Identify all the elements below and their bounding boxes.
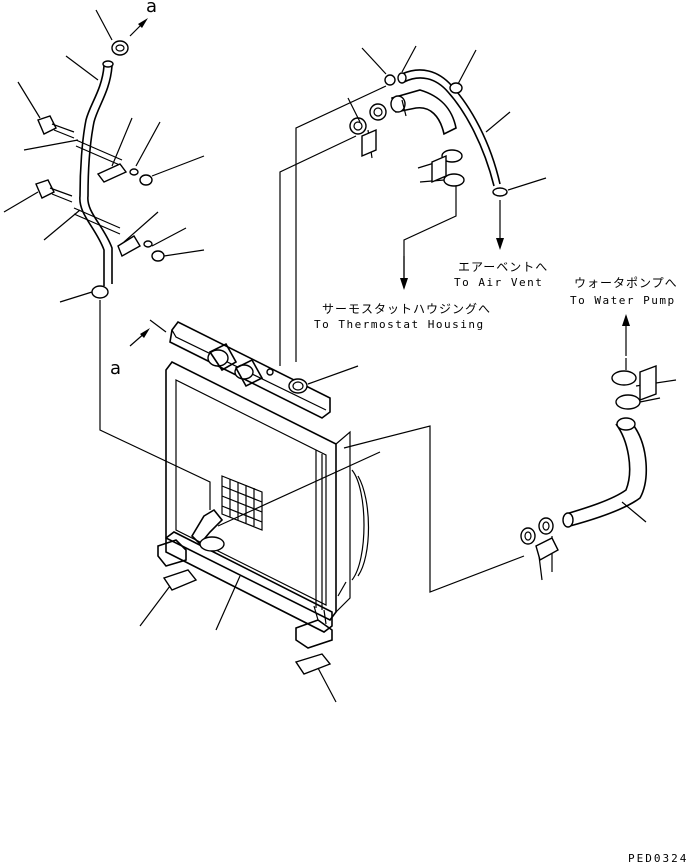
radiator: [157, 320, 370, 649]
hose-clamp: [611, 370, 637, 386]
nut: [151, 250, 165, 262]
direction-arrows: [129, 18, 630, 356]
air-vent-label-en: To Air Vent: [454, 276, 544, 289]
bolt: [35, 179, 55, 199]
hose-clamp: [91, 285, 109, 299]
hose-clamp: [369, 103, 387, 121]
water-pump-hose: [520, 370, 648, 545]
washer: [129, 168, 139, 176]
upper-hoses: [349, 69, 508, 197]
drawing-code: PED0324: [628, 852, 689, 865]
hose-clamp: [111, 40, 129, 56]
hose-clamp: [349, 117, 367, 135]
bracket: [96, 163, 128, 183]
hose-clamp: [441, 149, 463, 163]
bracket: [361, 128, 377, 158]
washer: [143, 240, 153, 248]
hose-clamp: [538, 517, 554, 535]
water-pump-label-en: To Water Pump: [570, 294, 676, 307]
hose-clamp: [520, 527, 536, 545]
hose-clamp: [449, 82, 463, 94]
bracket: [117, 235, 141, 257]
arrow-up-right-icon: [140, 328, 150, 338]
arrow-up-icon: [622, 314, 630, 326]
reference-mark-a: a: [146, 0, 158, 17]
bracket: [639, 364, 657, 402]
bracket: [535, 537, 559, 562]
bolt: [37, 115, 57, 135]
hose-clamp: [443, 173, 465, 187]
reference-mark-a: a: [110, 358, 122, 379]
leader-lines: [3, 9, 677, 703]
arrow-up-right-icon: [138, 18, 148, 28]
overflow-tube-assembly: [35, 40, 165, 299]
routing-lines: [99, 85, 627, 593]
hose-clamp: [615, 394, 641, 410]
thermostat-label-en: To Thermostat Housing: [314, 318, 485, 331]
nut: [139, 174, 153, 186]
arrow-down-icon: [496, 238, 504, 250]
arrow-down-icon: [400, 278, 408, 290]
clamp: [384, 74, 396, 86]
mounting-pad: [294, 653, 332, 675]
hose-end-clamp: [492, 187, 508, 197]
bracket: [431, 154, 447, 184]
thermostat-label-jp: サーモスタットハウジングへ: [322, 302, 492, 316]
water-pump-label-jp: ウォータポンプへ: [574, 276, 678, 290]
air-vent-label-jp: エアーベントへ: [458, 260, 549, 274]
